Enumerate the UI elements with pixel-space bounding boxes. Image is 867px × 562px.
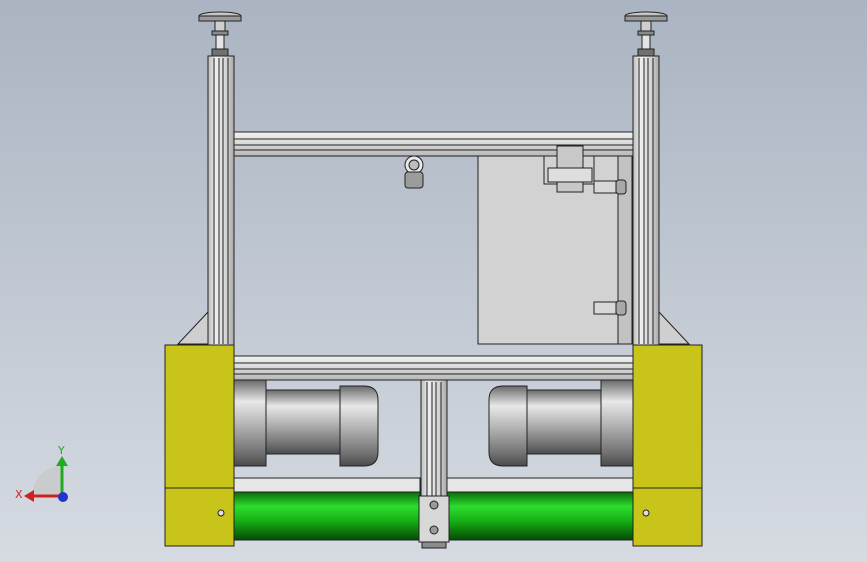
center-bracket[interactable] [418, 495, 450, 549]
side-housing-left[interactable] [164, 344, 235, 547]
lower-crossbeam[interactable] [233, 355, 634, 381]
leveling-foot-right[interactable] [624, 11, 668, 57]
top-crossbeam[interactable] [233, 131, 634, 157]
gusset-left [176, 310, 209, 345]
leveling-foot-left[interactable] [198, 11, 242, 57]
gusset-right [658, 310, 691, 345]
frame-post-left[interactable] [207, 55, 235, 347]
y-axis-label: Y [57, 444, 65, 457]
side-housing-right[interactable] [632, 344, 703, 547]
motor-right[interactable] [488, 379, 634, 467]
frame-post-right[interactable] [632, 55, 660, 347]
latch-top[interactable] [593, 179, 627, 195]
z-axis-dot [58, 492, 68, 502]
control-box[interactable] [477, 145, 633, 345]
x-axis-arrowhead [24, 490, 34, 502]
y-axis-arrowhead [56, 456, 68, 466]
housing-screw-left [217, 509, 225, 517]
latch-bottom[interactable] [593, 300, 627, 316]
x-axis-label: X [15, 488, 23, 501]
photo-sensor[interactable] [404, 155, 424, 189]
roller-left[interactable] [233, 477, 421, 541]
triad-plane [32, 466, 62, 496]
coordinate-triad: Y X [15, 444, 68, 502]
conveyor-assembly[interactable] [164, 11, 703, 549]
housing-screw-right [642, 509, 650, 517]
motor-left[interactable] [233, 379, 379, 467]
roller-right[interactable] [446, 477, 634, 541]
